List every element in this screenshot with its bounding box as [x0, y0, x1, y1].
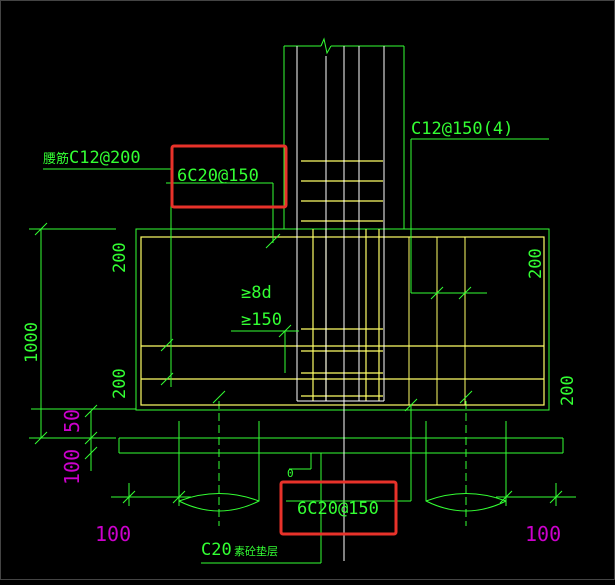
dim-height-label: 1000 — [22, 322, 42, 363]
magenta-dims: 50 100 100 100 — [60, 409, 561, 546]
top-rebar-label: 6C20@150 — [177, 166, 259, 186]
bottom-rebar-label: 6C20@150 — [297, 499, 379, 519]
highlight-box-top — [170, 144, 288, 209]
dim-200-top-left: 200 — [110, 242, 130, 273]
dim-200-top-right: 200 — [526, 248, 546, 279]
cushion-suffix-label: 素砼垫层 — [234, 544, 278, 558]
stirrup-label: C12@150(4) — [411, 119, 513, 139]
small-dim-label: 0 — [287, 467, 294, 480]
leaders — [29, 138, 576, 564]
dim-200-bottom-right: 200 — [558, 375, 578, 406]
side-rebar-prefix: 腰筋 — [43, 151, 69, 167]
anchor-8d-label: ≥8d — [241, 283, 272, 303]
column-bars — [296, 46, 385, 561]
dim-100-left-label: 100 — [95, 522, 131, 546]
anchor-150-label: ≥150 — [241, 310, 282, 330]
rebar-lines — [140, 160, 545, 406]
piles — [178, 401, 507, 526]
side-rebar-label: C12@200 — [69, 148, 141, 168]
stirrup-lines — [408, 237, 466, 405]
cushion-label: C20 — [201, 540, 232, 560]
highlight-box-bottom — [279, 480, 398, 536]
dim-100-side-label: 100 — [60, 449, 84, 485]
dim-200-bottom-left: 200 — [110, 368, 130, 399]
text-labels: C12@150(4) 腰筋 C12@200 6C20@150 6C20@150 … — [22, 119, 578, 560]
pile-cap-outline — [118, 37, 564, 454]
dim-100-right-label: 100 — [525, 522, 561, 546]
dim-50-label: 50 — [60, 409, 84, 433]
tick-marks — [34, 222, 563, 504]
